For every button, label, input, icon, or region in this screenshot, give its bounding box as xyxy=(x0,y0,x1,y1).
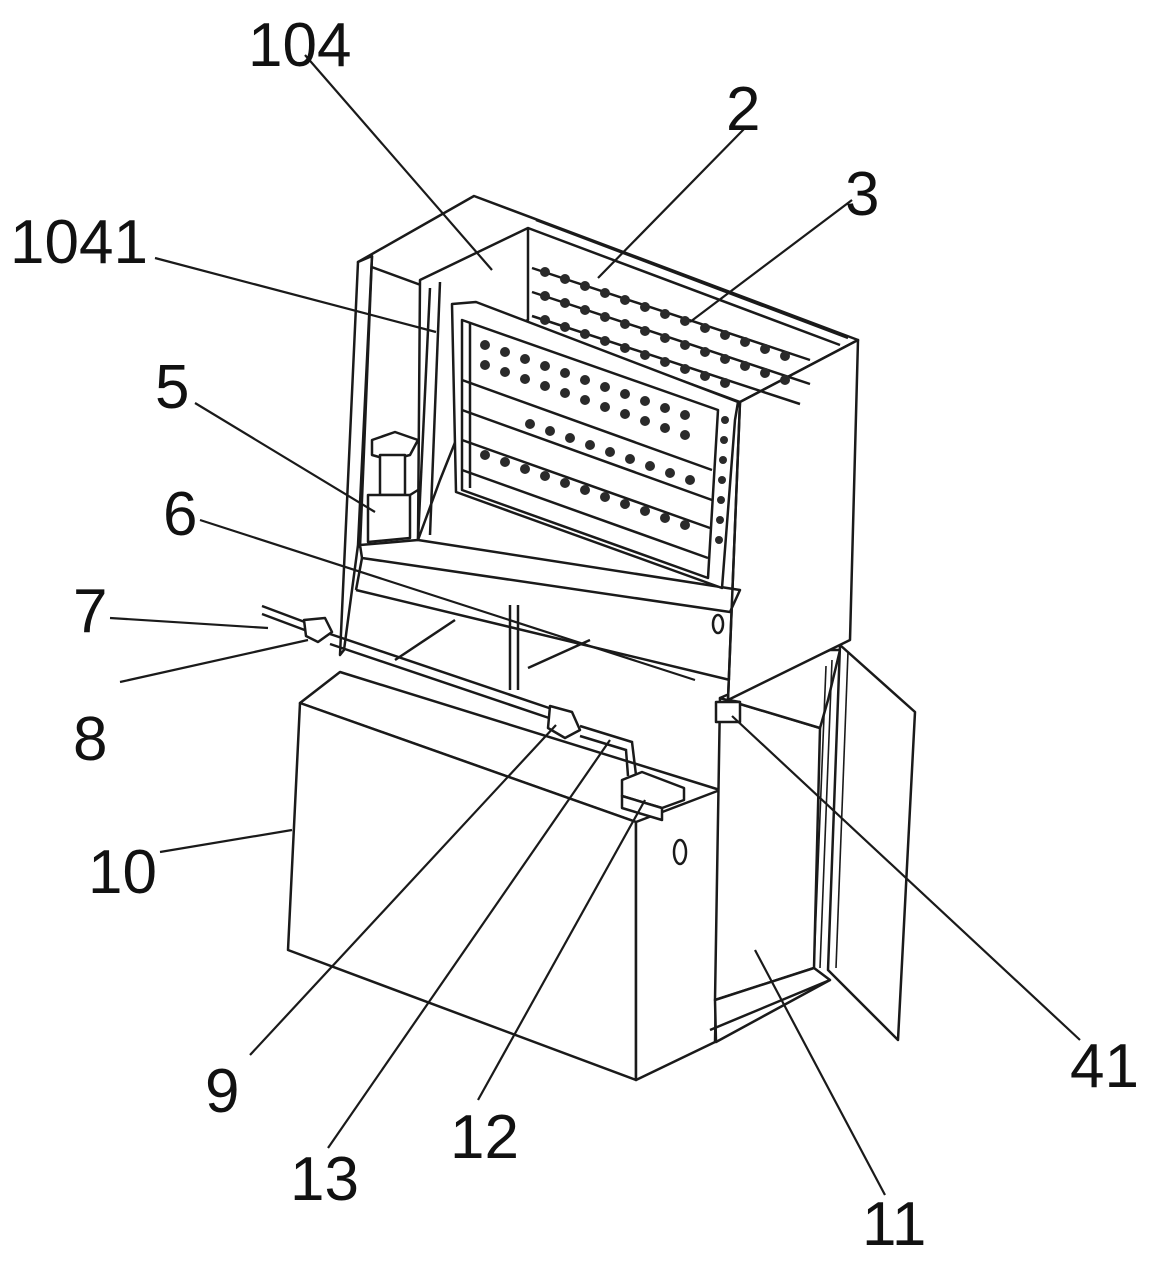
label-7: 7 xyxy=(73,577,107,646)
label-104: 104 xyxy=(248,11,351,80)
reference-labels: 104 2 3 1041 5 6 7 8 10 9 13 12 11 41 xyxy=(10,11,1139,1259)
leader-lines xyxy=(109,54,1081,1196)
drain-hole-icon xyxy=(672,838,688,866)
label-2: 2 xyxy=(726,75,760,144)
label-9: 9 xyxy=(205,1057,239,1126)
label-8: 8 xyxy=(73,705,107,774)
pipe-system xyxy=(261,604,638,777)
label-13: 13 xyxy=(290,1145,359,1214)
label-41: 41 xyxy=(1070,1032,1139,1101)
label-11: 11 xyxy=(862,1190,926,1259)
cabinet-door xyxy=(813,643,917,1042)
pump-unit xyxy=(366,430,420,544)
sensor-hole-icon xyxy=(711,613,725,635)
label-3: 3 xyxy=(845,160,879,229)
back-fin-rows xyxy=(531,266,811,406)
valve-box xyxy=(620,770,686,822)
label-10: 10 xyxy=(88,838,157,907)
label-5: 5 xyxy=(155,353,189,422)
label-1041: 1041 xyxy=(10,208,148,277)
label-6: 6 xyxy=(163,480,197,549)
lower-tank-box xyxy=(286,670,722,1082)
label-12: 12 xyxy=(450,1103,519,1172)
front-rack-panel xyxy=(450,300,740,590)
